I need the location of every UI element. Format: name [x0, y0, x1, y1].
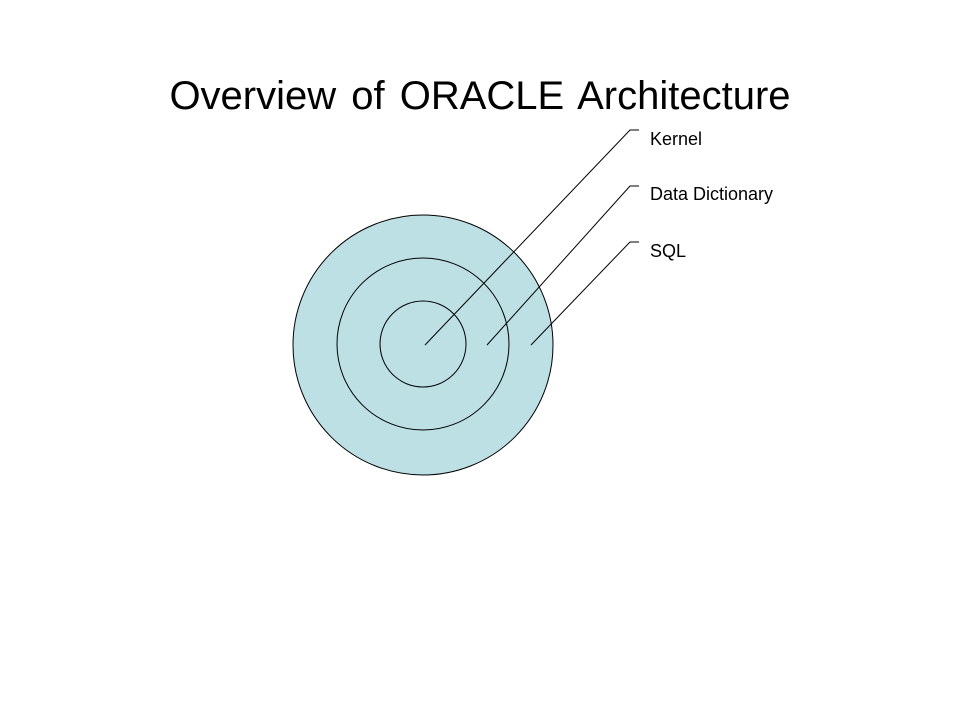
- sql-label: SQL: [650, 241, 687, 261]
- kernel-layer-circle: [379, 300, 467, 388]
- kernel-callout-line: [424, 129, 639, 346]
- kernel-label: Kernel: [650, 129, 703, 149]
- data-dictionary-callout-line: [486, 185, 639, 346]
- data-dictionary-label: Data Dictionary: [650, 184, 774, 204]
- slide-title: Overview of ORACLE Architecture: [169, 74, 791, 118]
- sql-callout-line: [530, 241, 639, 346]
